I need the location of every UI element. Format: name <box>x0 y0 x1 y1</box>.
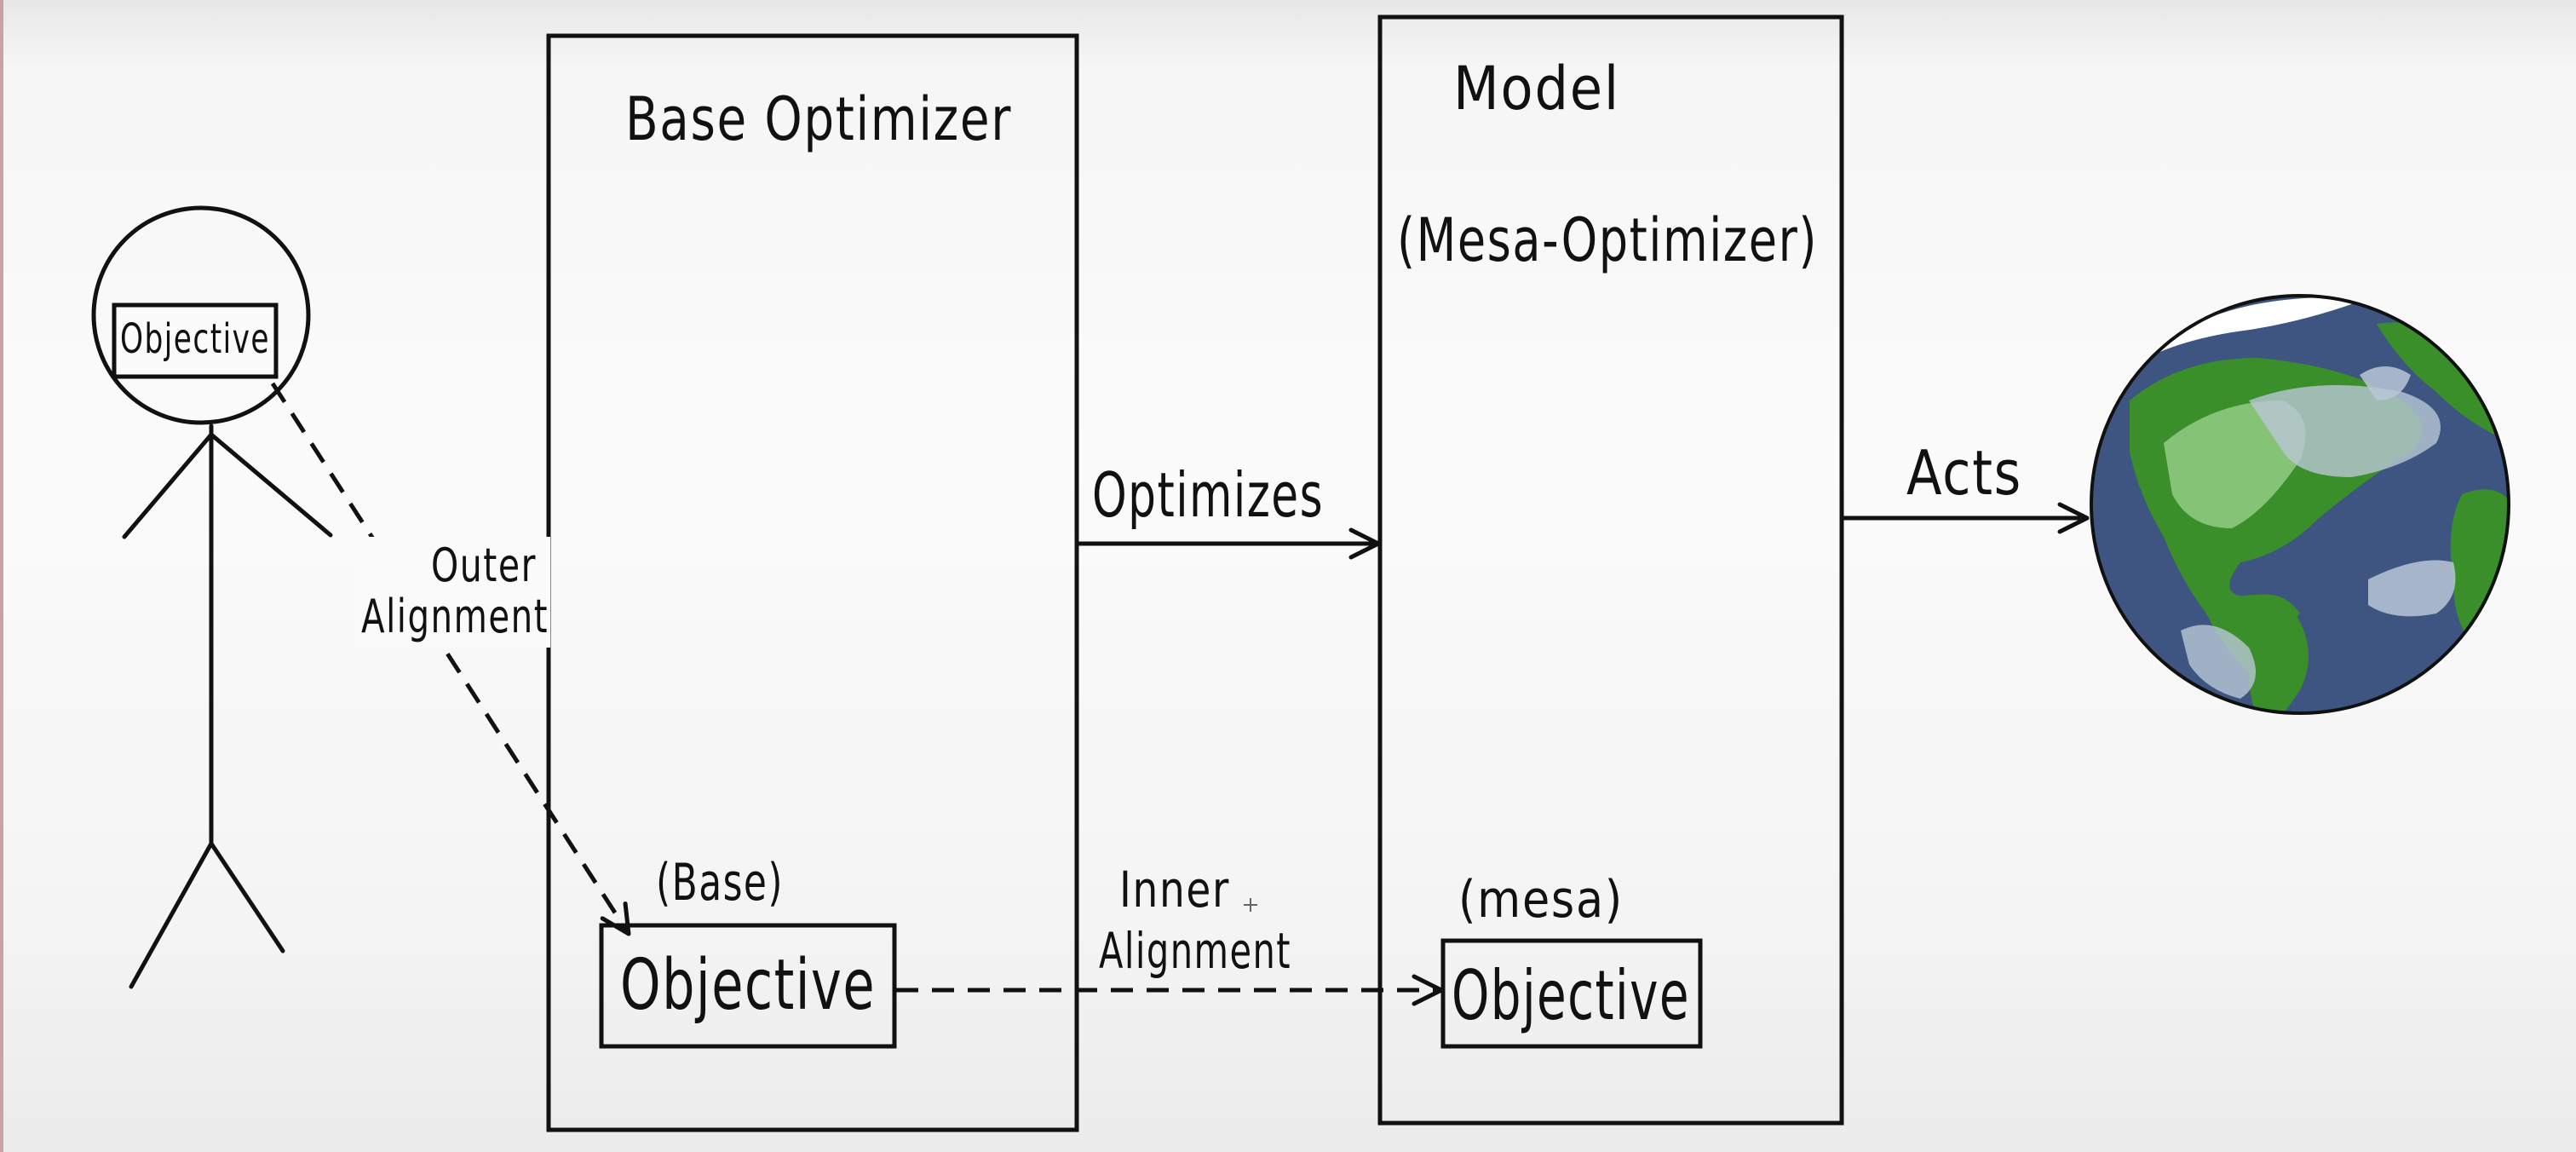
globe-land-east-lower <box>2450 489 2509 648</box>
globe-outline <box>2090 294 2510 715</box>
outer-alignment-label-line1: Outer <box>431 539 537 592</box>
model-box <box>1377 14 1844 1126</box>
mesa-objective-label: Objective <box>1452 956 1690 1035</box>
base-objective-tag: (Base) <box>656 853 784 913</box>
stick-figure-right-leg <box>209 841 285 953</box>
base-objective-box <box>599 923 897 1049</box>
base-optimizer-title: Base Optimizer <box>625 84 1012 154</box>
cursor-crosshair-icon <box>1244 898 1257 912</box>
person-objective-label: Objective <box>120 315 270 363</box>
globe-cloud-4 <box>2360 366 2411 400</box>
mesa-objective-tag: (mesa) <box>1458 870 1624 930</box>
inner-alignment-arrow: Inner Alignment <box>896 861 1444 1006</box>
globe-cloud-2 <box>2368 560 2456 617</box>
model-subtitle: (Mesa-Optimizer) <box>1397 205 1818 275</box>
stick-figure-head <box>91 205 311 425</box>
inner-alignment-label-line2: Alignment <box>1099 922 1291 980</box>
stick-figure-left-leg <box>129 841 214 989</box>
optimizes-label: Optimizes <box>1092 459 1324 531</box>
base-optimizer-panel: Base Optimizer (Base) Objective <box>546 33 1079 1132</box>
globe-ice <box>2147 297 2368 358</box>
left-edge-line <box>0 0 3 1152</box>
stick-figure-icon <box>91 205 333 989</box>
outer-alignment-arrow: Outer Alignment <box>270 382 631 936</box>
globe-cloud-1 <box>2249 385 2441 477</box>
stick-figure-left-arm <box>122 432 214 539</box>
outer-alignment-label-bg <box>354 537 550 648</box>
model-panel: Model (Mesa-Optimizer) (mesa) Objective <box>1377 14 1844 1126</box>
outer-alignment-line <box>270 382 631 936</box>
person-objective: Objective <box>112 302 279 379</box>
optimizes-arrow: Optimizes <box>1077 459 1381 560</box>
person-objective-box <box>112 302 279 379</box>
outer-alignment-label-line2: Alignment <box>361 590 549 643</box>
model-title: Model <box>1453 54 1620 124</box>
globe-cloud-3 <box>2181 625 2256 699</box>
inner-alignment-label-line1: Inner <box>1119 861 1230 919</box>
globe-land-south <box>2237 595 2309 713</box>
stick-figure-right-arm <box>209 432 333 538</box>
base-objective-label: Objective <box>620 945 876 1026</box>
earth-globe-icon <box>2090 294 2510 715</box>
acts-label: Acts <box>1906 437 2022 509</box>
acts-arrow: Acts <box>1842 437 2090 534</box>
